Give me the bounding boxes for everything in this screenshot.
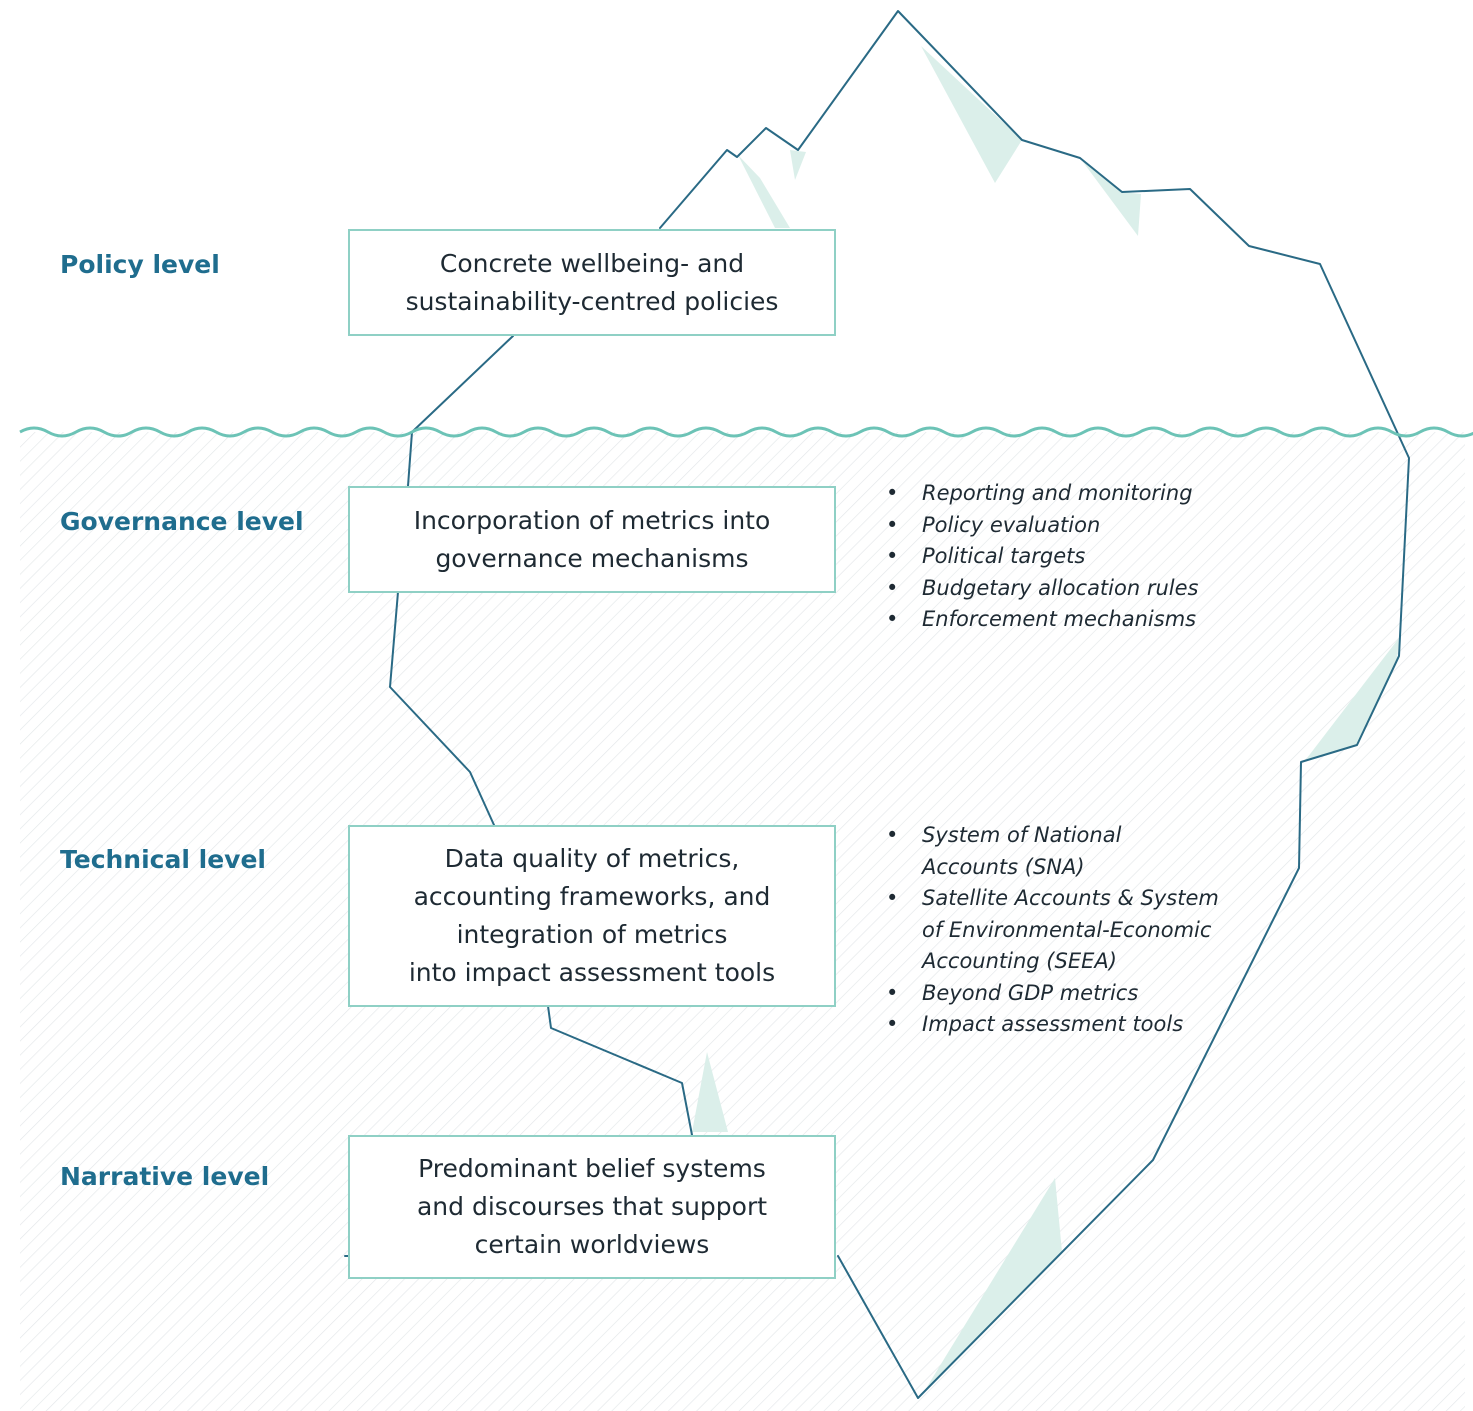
governance-bullet: Political targets: [886, 541, 1198, 573]
iceberg-highlights: [692, 46, 1399, 1395]
technical-bullet: Satellite Accounts & System of Environme…: [886, 883, 1219, 978]
technical-bullet-list: System of National Accounts (SNA) Satell…: [886, 820, 1219, 1041]
governance-bullet: Budgetary allocation rules: [886, 573, 1198, 605]
governance-bullet: Reporting and monitoring: [886, 478, 1198, 510]
policy-box: Concrete wellbeing- and sustainability-c…: [348, 229, 836, 336]
governance-bullet: Enforcement mechanisms: [886, 604, 1198, 636]
governance-level-label: Governance level: [60, 507, 304, 536]
technical-box-text: Data quality of metrics, accounting fram…: [408, 844, 776, 987]
technical-bullet: System of National Accounts (SNA): [886, 820, 1219, 883]
narrative-box-text: Predominant belief systems and discourse…: [416, 1154, 768, 1259]
water-line: [19, 426, 1473, 438]
technical-box: Data quality of metrics, accounting fram…: [348, 825, 836, 1007]
narrative-box: Predominant belief systems and discourse…: [348, 1135, 836, 1279]
governance-bullet: Policy evaluation: [886, 510, 1198, 542]
policy-level-label: Policy level: [60, 250, 220, 279]
narrative-level-label: Narrative level: [60, 1162, 270, 1191]
iceberg-outline: [344, 10, 1410, 1399]
policy-box-text: Concrete wellbeing- and sustainability-c…: [405, 248, 779, 316]
technical-bullet: Impact assessment tools: [886, 1009, 1219, 1041]
governance-box-text: Incorporation of metrics into governance…: [413, 505, 771, 573]
technical-bullet: Beyond GDP metrics: [886, 978, 1219, 1010]
governance-bullet-list: Reporting and monitoring Policy evaluati…: [886, 478, 1198, 636]
governance-box: Incorporation of metrics into governance…: [348, 486, 836, 593]
technical-level-label: Technical level: [60, 845, 266, 874]
